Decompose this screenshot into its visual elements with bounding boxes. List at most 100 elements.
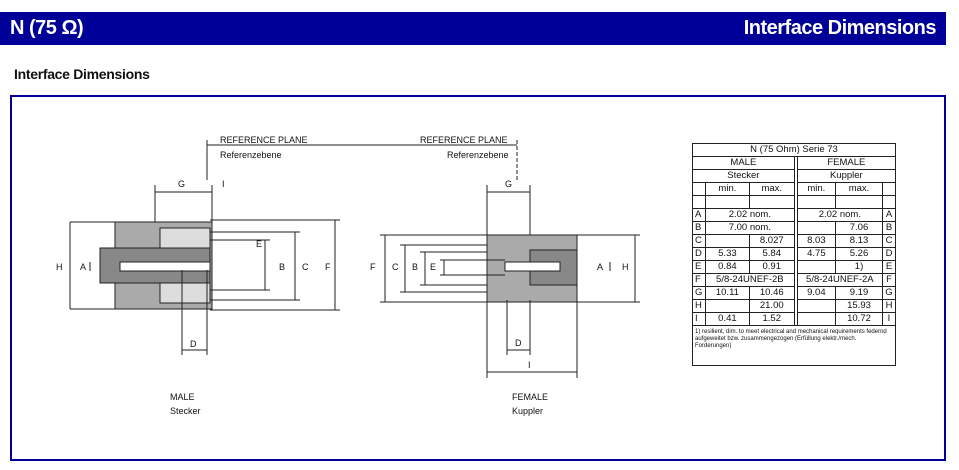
male-label: MALE: [170, 392, 195, 402]
table-cell: 8.13: [835, 234, 883, 248]
ref-plane-de-male: Referenzebene: [220, 150, 282, 160]
table-cell: N (75 Ohm) Serie 73: [692, 143, 896, 157]
table-cell: 0.41: [705, 312, 750, 326]
dimension-label: E: [256, 239, 262, 249]
dimension-label: D: [190, 339, 197, 349]
table-cell: 8.03: [796, 234, 837, 248]
table-cell: 15.93: [835, 299, 883, 313]
table-cell: D: [882, 247, 896, 261]
table-cell: [705, 234, 750, 248]
table-cell: 5.33: [705, 247, 750, 261]
table-cell: D: [692, 247, 706, 261]
table-cell: H: [692, 299, 706, 313]
table-cell: 2.02 nom.: [705, 208, 795, 222]
table-cell: B: [882, 221, 896, 235]
table-cell: max.: [748, 182, 795, 196]
drawing-frame: [10, 95, 946, 461]
table-cell: Kuppler: [796, 169, 897, 183]
table-cell: 8.027: [748, 234, 795, 248]
table-cell: 1.52: [748, 312, 795, 326]
header-banner: N (75 Ω) Interface Dimensions: [0, 12, 946, 45]
dimension-label: H: [622, 262, 629, 272]
table-cell: [705, 299, 750, 313]
table-cell: 5/8-24UNEF-2B: [705, 273, 795, 287]
table-cell: 4.75: [796, 247, 837, 261]
table-cell: B: [692, 221, 706, 235]
table-cell: 10.72: [835, 312, 883, 326]
table-cell: 7.06: [835, 221, 883, 235]
female-label-de: Kuppler: [512, 406, 543, 416]
table-cell: [882, 182, 896, 196]
female-label: FEMALE: [512, 392, 548, 402]
table-cell: [692, 195, 706, 209]
table-cell: 7.00 nom.: [705, 221, 795, 235]
table-cell: 5.26: [835, 247, 883, 261]
table-cell: min.: [796, 182, 837, 196]
dimension-label: C: [302, 262, 309, 272]
ref-plane-label-female: REFERENCE PLANE: [420, 135, 508, 145]
table-cell: I: [882, 312, 896, 326]
male-connector-drawing: G I H A E B C F D MALE Stecker: [56, 179, 340, 416]
dimension-label: A: [80, 262, 86, 272]
table-cell: FEMALE: [796, 156, 897, 170]
table-cell: Stecker: [692, 169, 795, 183]
table-cell: max.: [835, 182, 883, 196]
table-cell: [796, 221, 837, 235]
table-cell: C: [882, 234, 896, 248]
dimension-label: G: [505, 179, 512, 189]
table-cell: min.: [705, 182, 750, 196]
male-label-de: Stecker: [170, 406, 201, 416]
table-cell: 9.04: [796, 286, 837, 300]
table-footnote: 1) resilient, dim. to meet electrical an…: [692, 325, 896, 366]
table-cell: 9.19: [835, 286, 883, 300]
dimension-label: I: [528, 360, 531, 370]
table-cell: 0.84: [705, 260, 750, 274]
table-cell: [796, 312, 837, 326]
table-cell: [692, 182, 706, 196]
product-title: N (75 Ω): [10, 17, 84, 39]
table-cell: 10.46: [748, 286, 795, 300]
dimension-label: I: [222, 179, 225, 189]
table-cell: E: [882, 260, 896, 274]
table-cell: A: [882, 208, 896, 222]
dimension-label: D: [515, 338, 522, 348]
ref-plane-de-female: Referenzebene: [447, 150, 509, 160]
dimension-label: B: [279, 262, 285, 272]
table-cell: [796, 260, 837, 274]
table-cell: F: [882, 273, 896, 287]
dimension-label: C: [392, 262, 399, 272]
page-subtitle: Interface Dimensions: [14, 66, 150, 82]
table-cell: 0.91: [748, 260, 795, 274]
dimension-label: A: [597, 262, 603, 272]
dimension-label: B: [412, 262, 418, 272]
table-cell: G: [692, 286, 706, 300]
table-cell: 1): [835, 260, 883, 274]
table-cell: G: [882, 286, 896, 300]
table-cell: E: [692, 260, 706, 274]
table-cell: [796, 299, 837, 313]
table-cell: A: [692, 208, 706, 222]
table-cell: C: [692, 234, 706, 248]
table-cell: [835, 195, 883, 209]
female-connector-drawing: G F C B E A H D I FEMALE Kuppler: [370, 179, 640, 416]
dimension-label: E: [430, 262, 436, 272]
dimension-label: H: [56, 262, 63, 272]
section-title: Interface Dimensions: [743, 17, 937, 39]
dimension-label: G: [178, 179, 185, 189]
table-cell: H: [882, 299, 896, 313]
table-cell: F: [692, 273, 706, 287]
table-cell: 2.02 nom.: [796, 208, 884, 222]
table-cell: [748, 195, 795, 209]
dimension-label: F: [370, 262, 376, 272]
table-cell: 5/8-24UNEF-2A: [796, 273, 884, 287]
